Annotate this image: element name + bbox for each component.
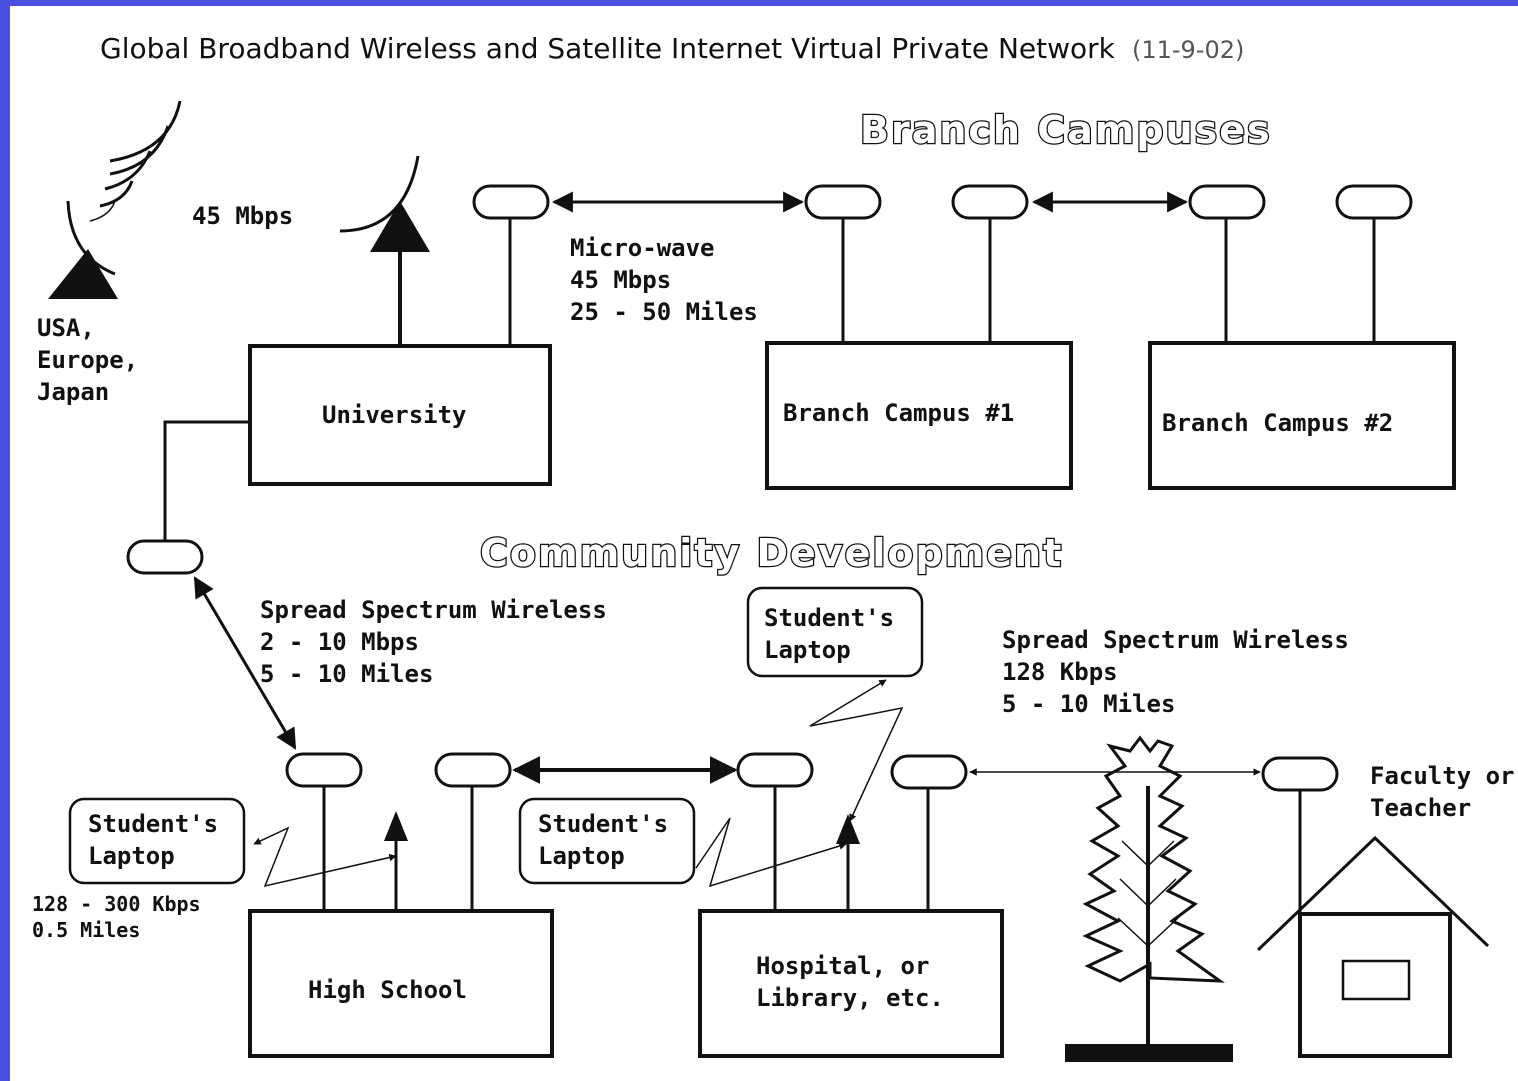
satellite-dish-icon: [48, 100, 182, 299]
spread-spectrum-left-label: Spread Spectrum Wireless 2 - 10 Mbps 5 -…: [260, 596, 621, 688]
hospital-library-label: Hospital, or Library, etc.: [756, 952, 944, 1012]
student-laptop-top: [746, 586, 924, 678]
microwave-label: Micro-wave 45 Mbps 25 - 50 Miles: [570, 234, 758, 326]
student-laptop-top-label: Student's Laptop: [764, 604, 909, 664]
laptop-top-wireless-link: [809, 679, 904, 822]
faculty-teacher-label: Faculty or Teacher: [1370, 762, 1518, 822]
university-community-link: [163, 420, 250, 541]
high-school-node-left: [285, 752, 363, 788]
satellite-speed-label: 45 Mbps: [192, 202, 293, 230]
branch-1-node-right: [951, 184, 1029, 220]
hospital-node-left: [736, 752, 814, 788]
community-development-heading: Community Development: [480, 531, 1063, 575]
branch-campus-2-building: [1148, 341, 1456, 490]
high-school-antenna-icon: [384, 811, 408, 841]
branch-campus-1-label: Branch Campus #1: [783, 399, 1014, 427]
community-hub-node: [126, 539, 204, 575]
laptop-middle-wireless-link: [695, 817, 847, 888]
student-laptop-middle: [518, 797, 696, 885]
student-laptop-left-label: Student's Laptop: [88, 810, 233, 870]
high-school-node-right: [434, 752, 512, 788]
hospital-node-right: [890, 754, 968, 790]
tree-icon: [1065, 735, 1233, 1062]
branch-2-node-left: [1188, 184, 1266, 220]
university-dish-icon: [339, 155, 430, 346]
university-label: University: [322, 401, 467, 429]
branch-1-node-left: [804, 184, 882, 220]
network-diagram: Global Broadband Wireless and Satellite …: [32, 32, 1518, 1062]
laptop-left-wireless-link: [253, 826, 397, 888]
house-icon: [1256, 835, 1490, 1058]
hospital-antenna-icon: [836, 814, 860, 844]
hospital-library-building: [698, 909, 1004, 1058]
high-school-label: High School: [308, 976, 467, 1004]
satellite-regions-label: USA, Europe, Japan: [37, 314, 153, 406]
branch-campus-2-label: Branch Campus #2: [1162, 409, 1393, 437]
faculty-node: [1261, 756, 1339, 792]
branch-campuses-heading: Branch Campuses: [860, 108, 1272, 152]
student-laptop-middle-label: Student's Laptop: [538, 810, 683, 870]
spread-spectrum-right-label: Spread Spectrum Wireless 128 Kbps 5 - 10…: [1002, 626, 1363, 718]
branch-2-node-right: [1335, 184, 1413, 220]
student-laptop-left: [68, 797, 246, 885]
laptop-speed-label: 128 - 300 Kbps 0.5 Miles: [32, 892, 213, 942]
branch-campus-1-building: [765, 341, 1073, 490]
high-school-building: [248, 909, 554, 1058]
diagram-title: Global Broadband Wireless and Satellite …: [100, 32, 1244, 65]
spread-spectrum-link-arrow: [193, 576, 297, 750]
diagram-canvas: Global Broadband Wireless and Satellite …: [10, 6, 1518, 1081]
university-antenna-node: [472, 184, 550, 220]
university-building: [248, 344, 552, 486]
